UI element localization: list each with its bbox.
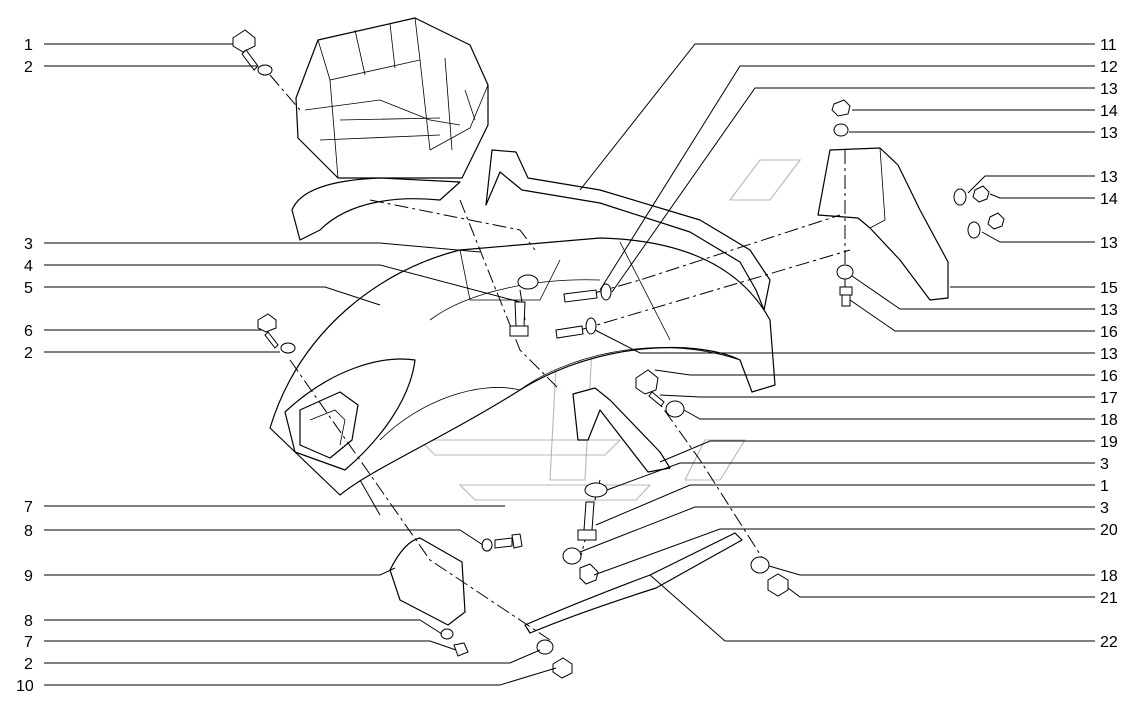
label: 10 <box>16 678 34 695</box>
plate-part <box>389 537 466 626</box>
left-leaders <box>44 43 557 686</box>
label: 13 <box>1100 346 1118 363</box>
label: 9 <box>24 568 33 585</box>
label: 13 <box>1100 302 1118 319</box>
label: 15 <box>1100 280 1118 297</box>
label: 2 <box>24 656 33 673</box>
label: 3 <box>1100 456 1109 473</box>
cab-frame <box>291 17 489 241</box>
label: 2 <box>24 345 33 362</box>
label: 14 <box>1100 103 1118 120</box>
label: 16 <box>1100 324 1118 341</box>
label: 17 <box>1100 390 1118 407</box>
label: 8 <box>24 613 33 630</box>
label: 13 <box>1100 125 1118 142</box>
label: 13 <box>1100 235 1118 252</box>
label: 19 <box>1100 434 1118 451</box>
bracket-part <box>572 387 671 473</box>
label: 13 <box>1100 169 1118 186</box>
label: 14 <box>1100 191 1118 208</box>
left-labels: 1 2 3 4 5 6 2 7 8 9 8 7 2 10 <box>16 37 34 695</box>
right-leaders <box>579 43 1095 642</box>
label: 5 <box>24 280 33 297</box>
label: 1 <box>24 37 33 54</box>
right-labels: 11 12 13 14 13 13 14 13 15 13 16 13 16 1… <box>1100 37 1118 651</box>
label: 20 <box>1100 522 1118 539</box>
label: 4 <box>24 258 33 275</box>
label: 7 <box>24 634 33 651</box>
label: 3 <box>24 236 33 253</box>
label: 3 <box>1100 500 1109 517</box>
label: 8 <box>24 523 33 540</box>
label: 18 <box>1100 412 1118 429</box>
label: 6 <box>24 323 33 340</box>
rear-fender-part <box>817 147 949 301</box>
label: 2 <box>24 59 33 76</box>
label: 21 <box>1100 590 1118 607</box>
label: 18 <box>1100 568 1118 585</box>
bottom-strip-part <box>524 532 743 634</box>
label: 7 <box>24 499 33 516</box>
label: 1 <box>1100 478 1109 495</box>
hardware <box>232 29 1005 679</box>
light-mount-part <box>284 358 416 471</box>
label: 22 <box>1100 634 1118 651</box>
long-strip-part <box>485 149 771 311</box>
label: 13 <box>1100 81 1118 98</box>
label: 16 <box>1100 368 1118 385</box>
label: 12 <box>1100 59 1118 76</box>
main-fender-part <box>269 237 776 496</box>
label: 11 <box>1100 37 1117 54</box>
